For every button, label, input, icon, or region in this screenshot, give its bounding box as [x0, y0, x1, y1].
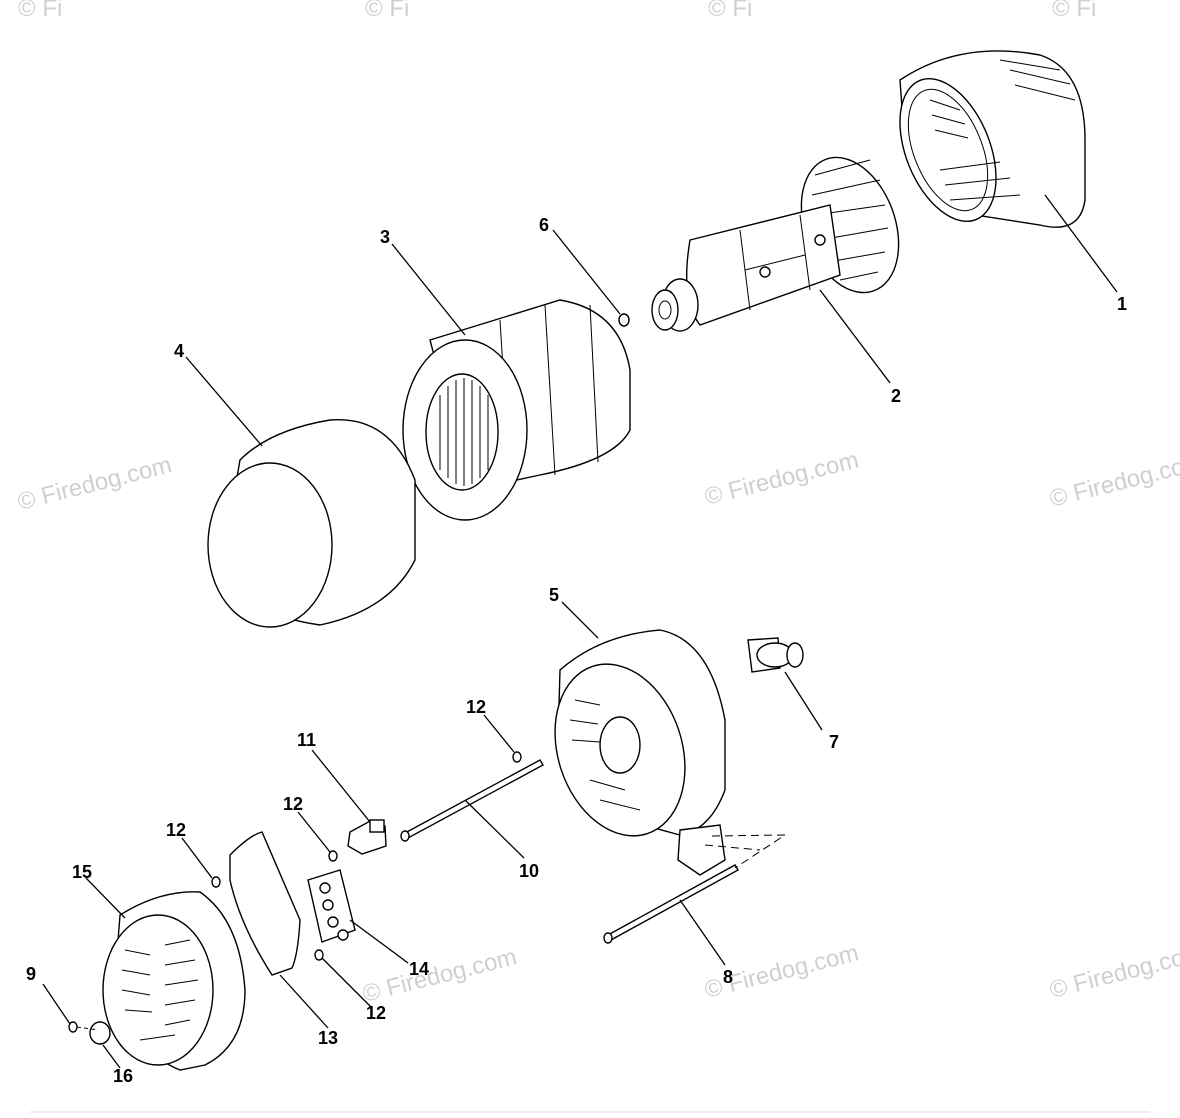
part-10-through-bolt: [400, 759, 544, 842]
part-16-cap: [89, 1021, 111, 1045]
part-1-rear-housing: [899, 50, 1086, 228]
watermark-top-2: © Fi: [365, 0, 409, 22]
watermark-top-4: © Fi: [1052, 0, 1096, 22]
callout-9: 9: [26, 964, 36, 984]
callout-3: 3: [380, 227, 390, 247]
callout-5: 5: [549, 585, 559, 605]
part-8-long-through-bolt: [603, 834, 787, 944]
part-3-stator: [402, 299, 631, 521]
callout-12-left: 12: [166, 820, 186, 840]
watermark-mid-1: © Firedog.com: [15, 451, 175, 515]
callout-7: 7: [829, 732, 839, 752]
part-9-screw: [68, 1021, 99, 1033]
watermark-bot-3: © Firedog.com: [1047, 939, 1180, 1003]
callout-4: 4: [174, 341, 184, 361]
part-4-stator-cover: [207, 418, 416, 628]
part-7-grommet: [747, 637, 804, 673]
watermark-top-3: © Fi: [708, 0, 752, 22]
callout-2: 2: [891, 386, 901, 406]
watermark-mid-2: © Firedog.com: [702, 446, 862, 510]
part-13-cover-plate: [229, 831, 301, 976]
callout-6: 6: [539, 215, 549, 235]
part-15-end-cover: [102, 891, 246, 1071]
watermark-mid-3: © Firedog.com: [1047, 448, 1180, 512]
callout-8: 8: [723, 967, 733, 987]
part-5-end-bearing-housing: [554, 629, 726, 876]
part-2-rotor: [651, 156, 900, 332]
callout-labels: 1 2 3 4 5 6 7 8 9 10 11 12 12 12 12 13 1…: [26, 215, 1127, 1086]
callout-14: 14: [409, 959, 429, 979]
part-14-terminal-block: [307, 869, 356, 943]
callout-10: 10: [519, 861, 539, 881]
callout-13: 13: [318, 1028, 338, 1048]
part-12-screws: [211, 751, 522, 961]
part-11-brush-holder: [347, 819, 387, 855]
callout-12-top: 12: [466, 697, 486, 717]
watermark-bot-1: © Firedog.com: [360, 943, 520, 1007]
callout-16: 16: [113, 1066, 133, 1086]
callout-1: 1: [1117, 294, 1127, 314]
leader-lines: [42, 194, 1118, 1069]
part-6-nut: [618, 313, 630, 327]
callout-15: 15: [72, 862, 92, 882]
callout-12-bottom: 12: [366, 1003, 386, 1023]
callout-11: 11: [297, 730, 316, 750]
watermark-top-1: © Fi: [18, 0, 62, 22]
callout-12-middle: 12: [283, 794, 303, 814]
